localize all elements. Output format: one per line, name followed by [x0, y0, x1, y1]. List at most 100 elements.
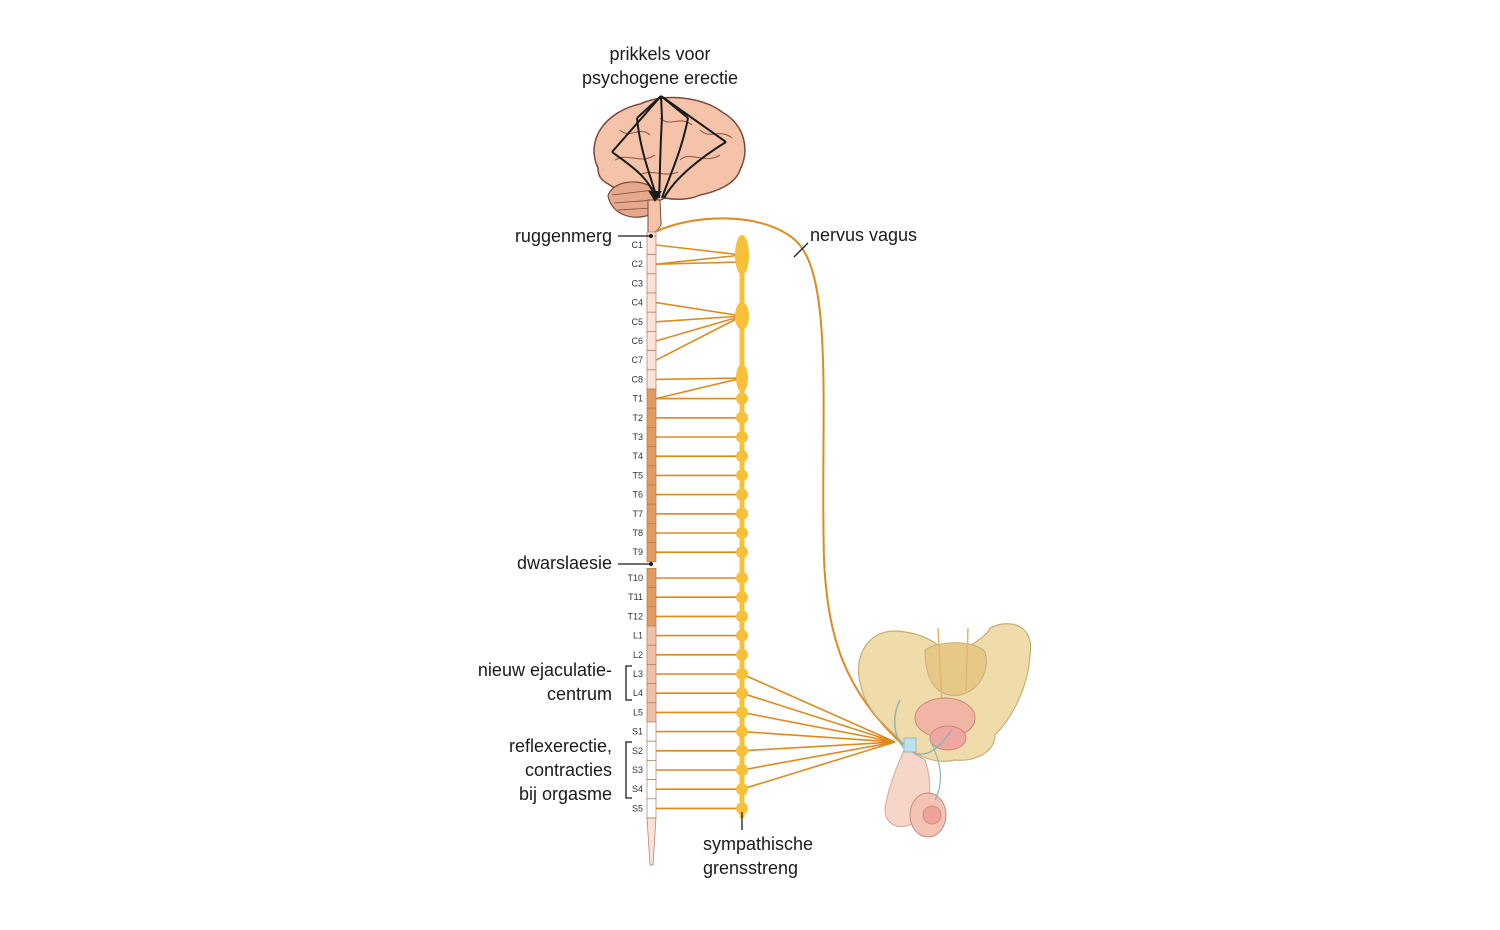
- chain-ganglion: [736, 527, 748, 539]
- segment-label-t10: T10: [627, 573, 643, 583]
- segment-label-s5: S5: [632, 803, 643, 813]
- spinal-segment-t8: [646, 523, 657, 543]
- psychogenic-arrows: [611, 95, 727, 202]
- spinal-segment-l1: [646, 625, 657, 646]
- chain-ganglion: [736, 392, 748, 405]
- ejaculation-label-line2: centrum: [546, 684, 612, 704]
- chain-ganglion: [736, 450, 748, 463]
- spinal-segment-l2: [646, 644, 657, 665]
- cervical-ganglion: [735, 302, 749, 330]
- pelvic-nerve: [741, 741, 896, 771]
- segment-label-t1: T1: [632, 394, 643, 404]
- segment-label-c7: C7: [631, 355, 643, 365]
- segment-label-s2: S2: [632, 746, 643, 756]
- chain-ganglion: [736, 706, 748, 719]
- spinal-segment-t1: [646, 388, 657, 409]
- vagus-label: nervus vagus: [810, 225, 918, 245]
- nerve-lines: [655, 244, 896, 810]
- cervical-nerve: [655, 254, 743, 265]
- chain-ganglion: [736, 546, 748, 559]
- sympathetic-chain: [735, 235, 749, 818]
- ejaculation-center-label: nieuw ejaculatie- centrum: [440, 658, 612, 706]
- chain-ganglion: [736, 648, 748, 661]
- segment-label-t11: T11: [628, 592, 643, 602]
- segment-label-l5: L5: [633, 707, 643, 717]
- segment-label-t8: T8: [632, 528, 643, 538]
- spinal-segment-l4: [646, 683, 657, 704]
- pelvis-illustration: [857, 623, 1032, 838]
- segment-label-l2: L2: [633, 650, 643, 660]
- spinal-cord: C1C2C3C4C5C6C7C8T1T2T3T4T5T6T7T8T9T10T11…: [627, 231, 657, 866]
- cervical-nerve: [655, 244, 743, 256]
- psychogenic-label: prikkels voor psychogene erectie: [570, 42, 750, 90]
- segment-label-t4: T4: [632, 451, 643, 461]
- pelvic-nerve: [741, 741, 896, 752]
- cervical-nerve: [655, 315, 743, 342]
- segment-label-t9: T9: [632, 547, 643, 557]
- vagus-nerve: [654, 217, 904, 746]
- segment-label-c1: C1: [631, 240, 643, 250]
- segment-label-c2: C2: [631, 259, 643, 269]
- pelvic-nerve: [741, 741, 896, 790]
- chain-ganglion: [736, 488, 748, 501]
- segment-label-c3: C3: [631, 278, 643, 288]
- spinal-segment-t5: [646, 465, 657, 486]
- spinal-segment-t2: [646, 407, 657, 428]
- chain-ganglion: [736, 572, 748, 584]
- reflex-erection-label: reflexerectie, contracties bij orgasme: [440, 734, 612, 806]
- segment-label-l3: L3: [633, 669, 643, 679]
- spinal-segment-c5: [646, 311, 657, 332]
- spinal-segment-s3: [646, 760, 657, 780]
- spinal-segment-t11: [646, 587, 657, 608]
- spinal-segment-l5: [646, 702, 657, 723]
- chain-ganglion: [736, 591, 748, 604]
- spinal-segment-t4: [646, 446, 657, 467]
- chain-ganglion: [736, 687, 748, 700]
- lesion-label: dwarslaesie: [516, 553, 612, 573]
- segment-label-c6: C6: [631, 336, 643, 346]
- spinal-segment-t12: [646, 606, 657, 627]
- segment-label-t7: T7: [632, 509, 643, 519]
- spinal-segment-s5: [646, 798, 657, 819]
- spinal-segment-s2: [646, 740, 657, 761]
- spinal-segment-t3: [646, 427, 657, 447]
- chain-ganglion: [736, 507, 748, 520]
- segment-label-l4: L4: [633, 688, 643, 698]
- spinal-segment-c3: [646, 273, 657, 294]
- brain-illustration: [593, 96, 746, 237]
- spinal-segment-s4: [646, 779, 657, 800]
- segment-label-t5: T5: [632, 470, 643, 480]
- spinal-segment-c4: [646, 292, 657, 313]
- chain-ganglion: [736, 610, 748, 623]
- spinal-segment-c7: [646, 350, 657, 371]
- segment-label-l1: L1: [633, 631, 643, 641]
- spinal-cord-label: ruggenmerg: [514, 226, 612, 246]
- cervical-ganglion: [736, 364, 748, 392]
- chain-ganglion: [736, 411, 748, 424]
- chain-ganglion: [736, 431, 748, 443]
- cervical-nerve: [655, 261, 743, 265]
- chain-ganglion: [736, 629, 748, 642]
- spinal-segment-s1: [646, 721, 657, 742]
- reflex-label-line3: bij orgasme: [518, 784, 612, 804]
- spinal-segment-t6: [646, 484, 657, 505]
- spinal-segment-c6: [646, 331, 657, 351]
- segment-label-s3: S3: [632, 765, 643, 775]
- chain-ganglion: [736, 725, 748, 738]
- filum-terminale: [646, 817, 657, 866]
- chain-ganglion: [736, 469, 748, 482]
- cervical-nerve: [655, 377, 743, 381]
- cervical-nerve: [655, 315, 743, 361]
- cervical-ganglion: [735, 235, 749, 275]
- cervical-nerve: [655, 315, 743, 323]
- reflex-label-line1: reflexerectie,: [508, 736, 612, 756]
- pelvic-nerve: [741, 730, 896, 743]
- label-pointers: [618, 235, 809, 830]
- chain-ganglion: [736, 802, 748, 815]
- cervical-nerve: [655, 301, 743, 317]
- chain-ganglion: [736, 764, 748, 776]
- cervical-nerve: [655, 377, 743, 400]
- segment-label-s1: S1: [632, 727, 643, 737]
